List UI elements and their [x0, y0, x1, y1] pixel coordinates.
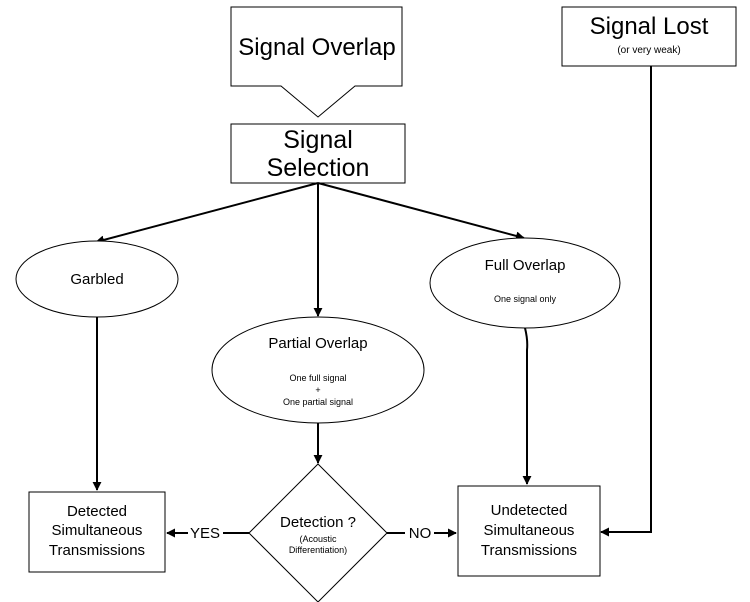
no-label: NO	[409, 525, 432, 542]
detection-node: Detection ? (Acoustic Differentiation)	[248, 463, 388, 602]
partial-overlap-node: Partial Overlap One full signal + One pa…	[211, 316, 425, 424]
partial-overlap-sub3: One partial signal	[283, 397, 353, 407]
undetected-line2: Simultaneous	[484, 522, 575, 539]
partial-overlap-sub1: One full signal	[289, 373, 346, 383]
signal-lost-label: Signal Lost	[590, 13, 709, 40]
signal-lost-node: Signal Lost (or very weak)	[561, 6, 737, 67]
signal-selection-line2: Selection	[267, 154, 370, 182]
detection-sub2: Differentiation)	[289, 545, 347, 555]
detection-label: Detection ?	[280, 514, 356, 531]
undetected-line1: Undetected	[491, 502, 568, 519]
signal-selection-node: Signal Selection	[230, 123, 406, 184]
full-overlap-sublabel: One signal only	[494, 294, 557, 304]
garbled-node: Garbled	[15, 240, 179, 318]
edge-selection-to-full	[317, 182, 525, 241]
full-overlap-label: Full Overlap	[485, 257, 566, 274]
partial-overlap-sub2: +	[315, 385, 320, 395]
edge-lost-to-undetected	[600, 66, 652, 537]
detected-line3: Transmissions	[49, 542, 145, 559]
signal-overlap-label: Signal Overlap	[238, 34, 395, 61]
detected-line2: Simultaneous	[52, 522, 143, 539]
detection-sub1: (Acoustic	[299, 534, 337, 544]
detected-node: Detected Simultaneous Transmissions	[28, 491, 166, 573]
signal-selection-line1: Signal	[283, 126, 353, 154]
garbled-label: Garbled	[70, 271, 123, 288]
detected-line1: Detected	[67, 503, 127, 520]
undetected-line3: Transmissions	[481, 542, 577, 559]
partial-overlap-label: Partial Overlap	[268, 335, 367, 352]
signal-lost-sublabel: (or very weak)	[617, 45, 680, 56]
edge-selection-to-garbled	[95, 182, 319, 245]
edge-full-to-undetected	[522, 327, 532, 485]
signal-overlap-node: Signal Overlap	[230, 6, 403, 118]
undetected-node: Undetected Simultaneous Transmissions	[457, 485, 601, 577]
yes-label: YES	[190, 525, 220, 542]
full-overlap-node: Full Overlap One signal only	[429, 237, 621, 329]
